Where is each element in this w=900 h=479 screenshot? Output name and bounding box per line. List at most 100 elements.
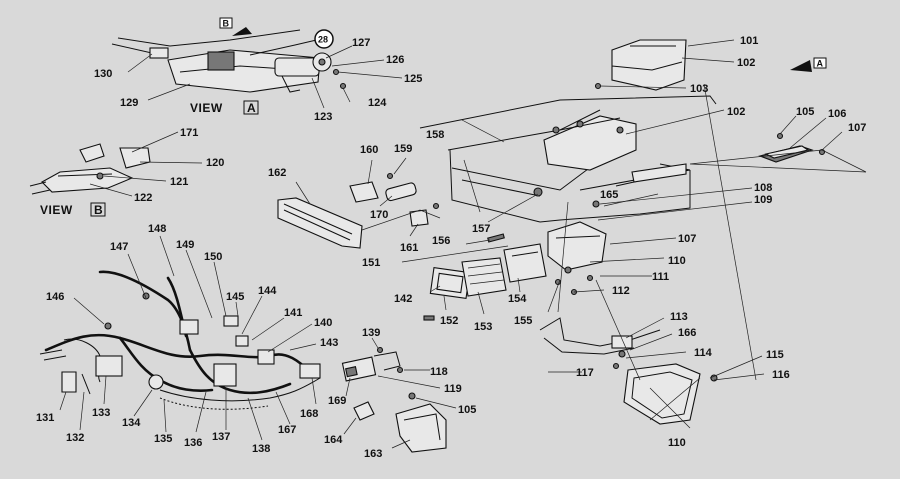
callout-157: 157 (472, 223, 490, 235)
callout-169: 169 (328, 395, 346, 407)
bracket-163 (391, 392, 457, 453)
callout-131: 131 (36, 412, 54, 424)
callout-148: 148 (148, 223, 166, 235)
callout-108: 108 (754, 182, 772, 194)
callout-110-upper: 110 (668, 255, 686, 267)
lamp-housing-152 (429, 267, 471, 299)
callout-162: 162 (268, 167, 286, 179)
callout-101: 101 (740, 35, 758, 47)
view-b-letter-box: B (90, 202, 106, 217)
callout-135: 135 (154, 433, 172, 445)
callout-164: 164 (324, 434, 343, 446)
view-a-assembly (111, 29, 347, 93)
callout-149: 149 (176, 239, 194, 251)
callout-126: 126 (386, 54, 404, 66)
leaders-view-b (89, 131, 203, 197)
callout-136: 136 (184, 437, 202, 449)
svg-text:B: B (223, 19, 230, 29)
callout-165: 165 (600, 189, 618, 201)
leaders-harness (59, 235, 317, 441)
lamp-assembly-162 (277, 157, 441, 249)
callout-114: 114 (694, 347, 713, 359)
lamp-housing-153 (461, 257, 507, 297)
callout-168: 168 (300, 408, 318, 420)
callout-160: 160 (360, 144, 378, 156)
callout-142: 142 (394, 293, 412, 305)
callout-122: 122 (134, 192, 152, 204)
vehicle-body-panels (419, 95, 717, 223)
callout-116: 116 (772, 369, 790, 381)
svg-text:B: B (94, 203, 103, 217)
view-b-assembly (29, 143, 151, 195)
callout-127: 127 (352, 37, 370, 49)
callout-154: 154 (508, 293, 527, 305)
callout-140: 140 (314, 317, 332, 329)
callout-109: 109 (754, 194, 772, 206)
direction-arrow-a-right: A (790, 57, 827, 72)
callout-138: 138 (252, 443, 270, 455)
callout-167: 167 (278, 424, 296, 436)
callout-155: 155 (514, 315, 532, 327)
callout-111: 111 (652, 271, 669, 283)
callout-152: 152 (440, 315, 458, 327)
switch-assembly-169 (341, 337, 441, 397)
callout-130: 130 (94, 68, 112, 80)
callout-170: 170 (370, 209, 388, 221)
callout-133: 133 (92, 407, 110, 419)
svg-text:A: A (247, 101, 256, 115)
callout-124: 124 (368, 97, 387, 109)
callout-145: 145 (226, 291, 244, 303)
lamp-housing-154 (503, 243, 547, 283)
callout-132: 132 (66, 432, 84, 444)
callout-115: 115 (766, 349, 784, 361)
callout-123: 123 (314, 111, 332, 123)
callout-143: 143 (320, 337, 338, 349)
callout-134: 134 (122, 417, 141, 429)
callout-171: 171 (180, 127, 198, 139)
callout-141: 141 (284, 307, 302, 319)
callout-119: 119 (444, 383, 462, 395)
callout-103: 103 (690, 83, 708, 95)
callout-121: 121 (170, 176, 188, 188)
callout-118: 118 (430, 366, 448, 378)
callout-105-upper: 105 (796, 106, 814, 118)
callout-151: 151 (362, 257, 380, 269)
callout-113: 113 (670, 311, 688, 323)
callout-153: 153 (474, 321, 492, 333)
view-a-letter-box: A (243, 100, 259, 115)
callout-139: 139 (362, 327, 380, 339)
callout-105-lower: 105 (458, 404, 476, 416)
callout-144: 144 (258, 285, 277, 297)
callout-102-lower: 102 (727, 106, 745, 118)
svg-text:28: 28 (318, 35, 328, 45)
callout-146: 146 (46, 291, 64, 303)
callout-156: 156 (432, 235, 450, 247)
leaders-view-a (127, 45, 403, 109)
switch-106 (758, 132, 826, 163)
callout-110-lower: 110 (668, 437, 686, 449)
callout-107-upper: 107 (848, 122, 866, 134)
callout-159: 159 (394, 143, 412, 155)
svg-text:A: A (817, 59, 824, 69)
callout-112: 112 (612, 285, 630, 297)
callout-166: 166 (678, 327, 696, 339)
direction-arrow-a-top: B (219, 17, 252, 36)
callout-107-lower: 107 (678, 233, 696, 245)
callout-158: 158 (426, 129, 444, 141)
air-duct-101 (594, 39, 687, 91)
leaders-right (401, 39, 867, 429)
panel-110 (623, 363, 718, 425)
connector-164 (343, 401, 375, 435)
callout-129: 129 (120, 97, 138, 109)
callout-147: 147 (110, 241, 128, 253)
callout-163: 163 (364, 448, 382, 460)
callout-137: 137 (212, 431, 230, 443)
callout-102-upper: 102 (737, 57, 755, 69)
circled-reference-28: 28 (314, 29, 334, 49)
reflector-assembly (547, 221, 607, 296)
callout-125: 125 (404, 73, 422, 85)
callout-150: 150 (204, 251, 222, 263)
callout-labels: 101 102 103 102 105 106 107 108 109 107 … (36, 35, 866, 460)
